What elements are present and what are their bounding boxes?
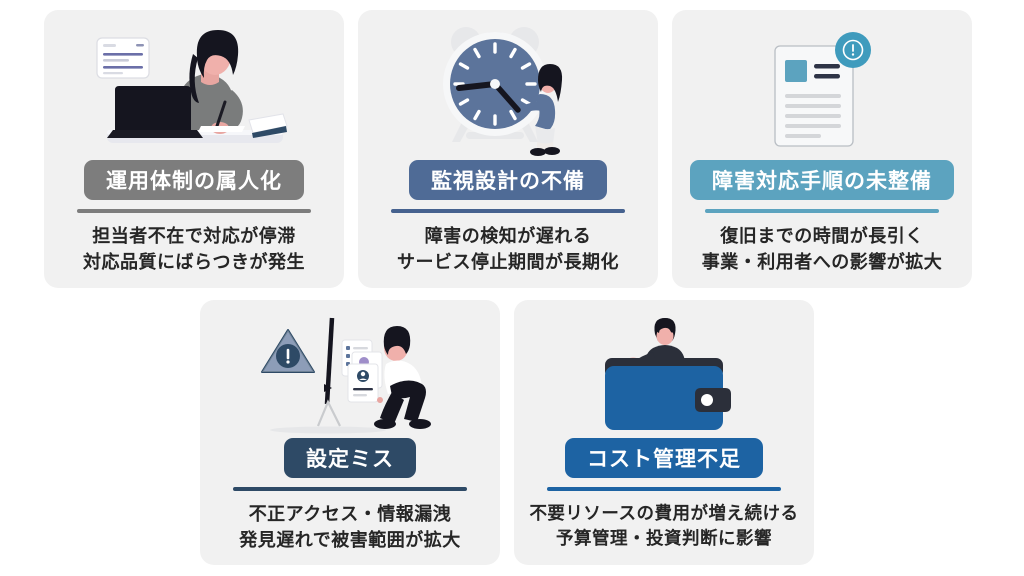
badge-divider — [391, 209, 625, 213]
card-badge[interactable]: 監視設計の不備 — [409, 160, 607, 200]
badge-divider — [77, 209, 311, 213]
card-badge[interactable]: 設定ミス — [284, 438, 416, 478]
card-badge[interactable]: コスト管理不足 — [565, 438, 763, 478]
card-caption: 障害の検知が遅れる サービス停止期間が長期化 — [397, 226, 619, 273]
issue-card-misconfiguration[interactable]: 設定ミス 不正アクセス・情報漏洩 発見遅れで被害範囲が拡大 — [200, 300, 500, 565]
warning-monitor-with-person-illustration — [200, 300, 500, 438]
issue-card-cost-management[interactable]: コスト管理不足 不要リソースの費用が増え続ける 予算管理・投資判断に影響 — [514, 300, 814, 565]
card-badge[interactable]: 障害対応手順の未整備 — [690, 160, 954, 200]
card-badge[interactable]: 運用体制の属人化 — [84, 160, 304, 200]
issue-card-incident-procedure[interactable]: 障害対応手順の未整備 復旧までの時間が長引く 事業・利用者への影響が拡大 — [672, 10, 972, 288]
wallet-with-person-illustration — [514, 300, 814, 438]
card-caption: 担当者不在で対応が停滞 対応品質にばらつきが発生 — [83, 226, 305, 273]
document-with-alert-illustration — [672, 10, 972, 160]
issue-card-monitoring[interactable]: 監視設計の不備 障害の検知が遅れる サービス停止期間が長期化 — [358, 10, 658, 288]
badge-divider — [547, 487, 781, 491]
card-caption: 不要リソースの費用が増え続ける 予算管理・投資判断に影響 — [529, 503, 799, 549]
card-caption: 復旧までの時間が長引く 事業・利用者への影響が拡大 — [701, 226, 943, 273]
badge-divider — [705, 209, 939, 213]
alarm-clock-with-person-illustration — [358, 10, 658, 160]
card-caption: 不正アクセス・情報漏洩 発見遅れで被害範囲が拡大 — [239, 504, 461, 551]
issue-card-operations[interactable]: 運用体制の属人化 担当者不在で対応が停滞 対応品質にばらつきが発生 — [44, 10, 344, 288]
badge-divider — [233, 487, 467, 491]
woman-at-laptop-illustration — [44, 10, 344, 160]
